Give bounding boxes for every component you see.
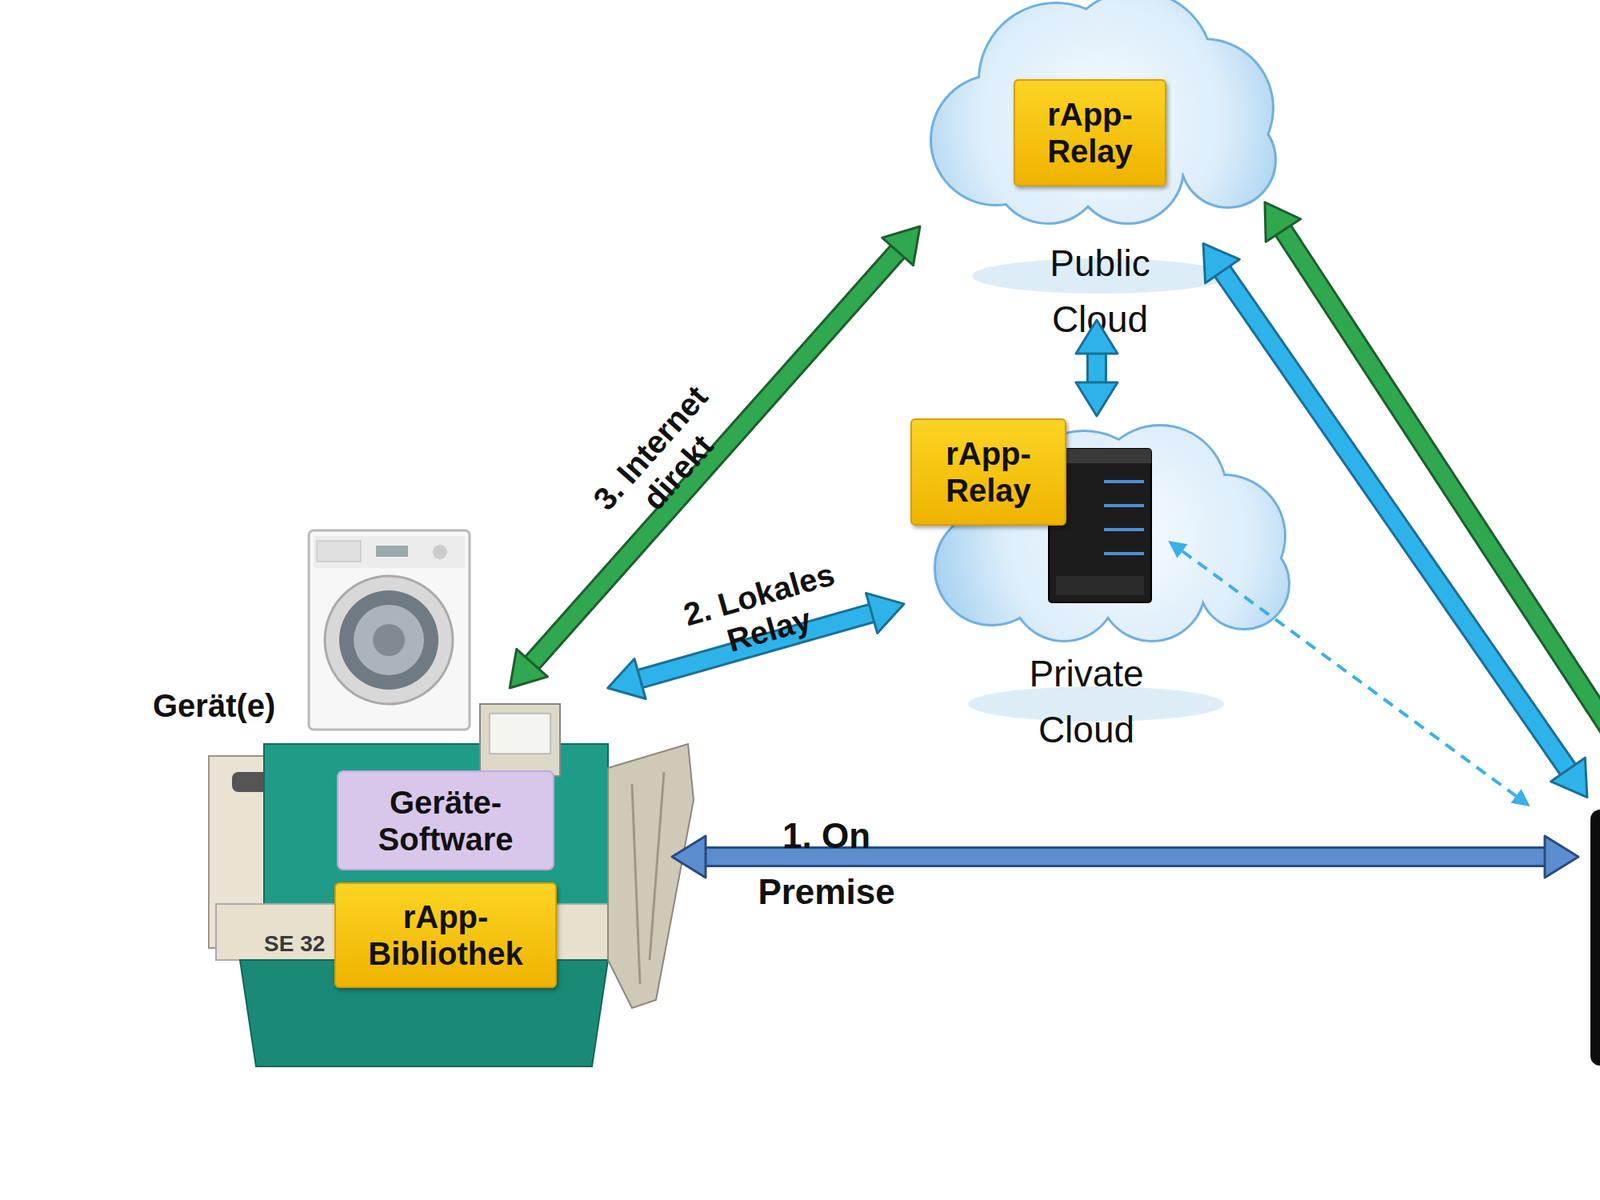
connector-arrow [1096,353,1097,383]
box-text: rApp-Relay [915,435,1062,509]
cloud-label: Public Cloud [1020,235,1180,348]
server-slot [1104,552,1144,556]
arrow-outline [1086,353,1108,383]
conveyor-line [632,784,640,984]
server-slot [1104,480,1144,484]
cloud-lobe [1200,540,1288,628]
relay-box: rApp-Relay [1013,79,1167,187]
conveyor-line [649,772,664,960]
cloud-label: Private Cloud [998,645,1175,758]
cloud-lobe [1012,536,1116,640]
washer-display [376,545,408,557]
box-text: rApp-Relay [1018,96,1162,170]
server-slot [1104,528,1144,532]
lathe-screen [489,713,551,754]
cloud-outline [1181,113,1275,207]
server-slot [1104,504,1144,508]
dashed-arrow [1182,551,1516,796]
internet-arrow [1283,230,1600,788]
cloud-outline [1100,536,1204,640]
washer-panel [313,536,465,568]
washer-glass [339,590,439,690]
arrow-outline [1283,230,1600,788]
client-device [1590,809,1600,1066]
lathe-control-panel [480,704,560,776]
cloud-lobe [1100,536,1204,640]
connector-label: 1. On Premise [746,808,907,920]
box-text: rApp-Bibliothek [339,898,552,972]
software-box: Geräte-Software [336,770,555,871]
device-label: Gerät(e) [152,688,313,724]
arrow-shaft [1088,353,1105,383]
edge-label: 2. Lokales Relay [638,544,890,680]
washer-drum-center [372,624,405,656]
washer-door [324,576,453,704]
server-base [1056,576,1144,596]
washer-knob [432,544,448,560]
washing-machine [308,530,470,730]
machine-marking: SE 32 [264,931,344,957]
cloud-lobe [1181,113,1275,207]
washer-drawer [316,540,361,562]
edge-label: 3. Internet direkt [556,345,772,574]
chip-conveyor [608,744,694,1008]
cloud-outline [1012,536,1116,640]
box-text: Geräte-Software [341,784,550,858]
cloud-outline [1200,540,1288,628]
relay-box: rApp-Relay [910,418,1067,526]
library-box: rApp-Bibliothek [334,882,557,988]
washer-drum [353,604,424,676]
